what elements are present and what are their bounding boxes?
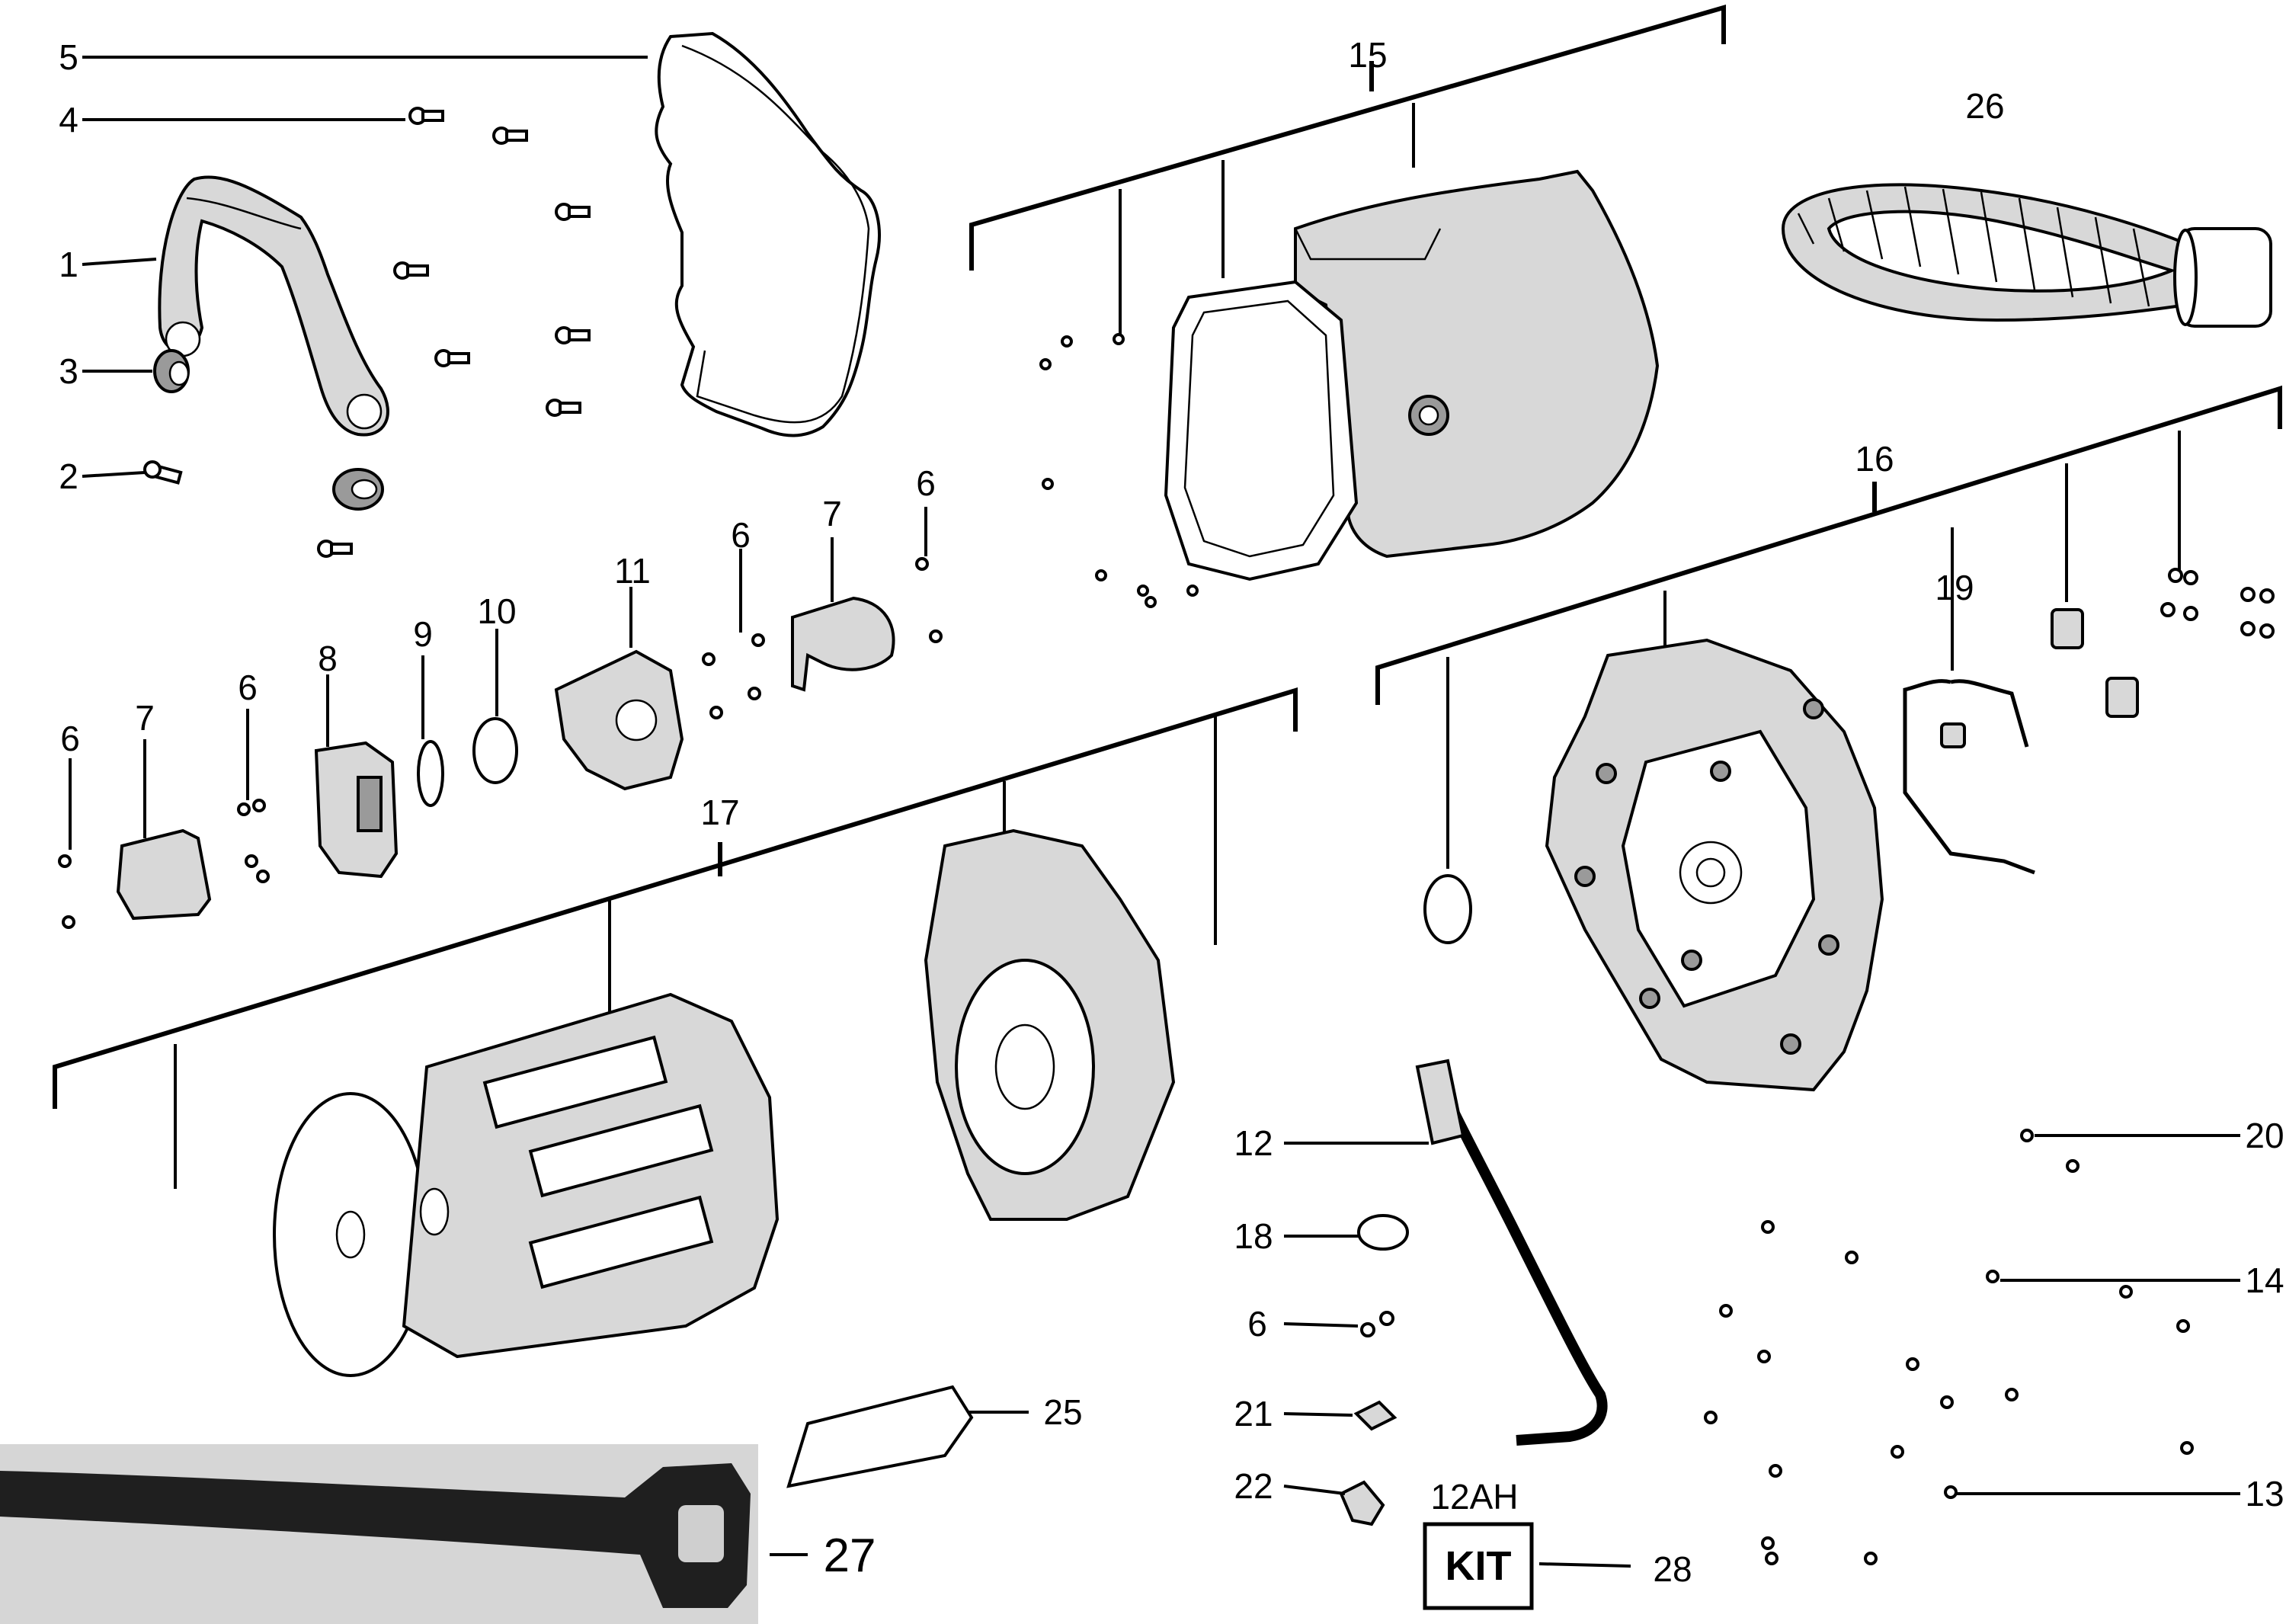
callout-8: 8 (318, 639, 338, 678)
part-5-cover (655, 31, 881, 437)
part-plates-screws (2051, 568, 2275, 718)
callout-17: 17 (700, 793, 739, 832)
callout-19: 19 (1935, 568, 1974, 607)
part-13-14-20-washers (1704, 1129, 2194, 1565)
kit-caption: 12AH (1430, 1477, 1518, 1517)
callout-5: 5 (59, 37, 78, 77)
part-8-switch (314, 741, 399, 879)
callout-9: 9 (413, 614, 433, 654)
callout-6-e: 6 (1247, 1304, 1267, 1344)
part-6-screws-low (1360, 1311, 1394, 1337)
part-9-oring (417, 740, 444, 807)
callout-20: 20 (2245, 1116, 2284, 1155)
callout-10: 10 (477, 591, 516, 631)
callout-2: 2 (59, 456, 78, 496)
callout-18: 18 (1234, 1216, 1273, 1256)
part-2-screw (143, 460, 183, 485)
callout-3: 3 (59, 351, 78, 391)
part-25-label (786, 1385, 974, 1488)
callout-4: 4 (59, 100, 78, 139)
callout-12: 12 (1234, 1123, 1273, 1163)
part-bushing-lower (332, 468, 384, 511)
callout-6-c: 6 (238, 668, 258, 707)
callout-13: 13 (2245, 1474, 2284, 1513)
part-15-housing (1164, 169, 1660, 581)
part-4-screws (317, 107, 591, 558)
callout-28: 28 (1653, 1549, 1692, 1589)
callout-1: 1 (59, 245, 78, 284)
callout-numbers: 5 4 1 3 2 15 26 16 19 6 7 6 11 10 9 8 6 … (59, 35, 2284, 1589)
part-17-stator (273, 992, 780, 1377)
callout-26: 26 (1965, 86, 2004, 126)
part-3-bushing (153, 349, 190, 393)
callout-22: 22 (1234, 1466, 1273, 1506)
part-7-clip-lower (116, 828, 212, 921)
part-oring-16 (1423, 874, 1472, 944)
part-11-mount (554, 649, 684, 791)
bracket-15 (969, 5, 1726, 335)
part-7-clip-upper (791, 596, 895, 692)
part-26-cord (1781, 183, 2272, 328)
part-16-end-bell (1545, 638, 1884, 1092)
callout-14: 14 (2245, 1260, 2284, 1300)
callout-7-b: 7 (135, 698, 155, 738)
part-17-plate (924, 828, 1176, 1221)
leader-lines (69, 56, 2240, 1568)
part-10-oring (472, 717, 518, 784)
callout-6-d: 6 (60, 719, 80, 758)
callout-21: 21 (1234, 1394, 1273, 1433)
bracket-17 (53, 687, 1298, 1189)
part-19-wire-bracket (1903, 679, 2035, 875)
callout-27: 27 (824, 1530, 876, 1582)
housing-screws (1039, 333, 1199, 608)
callout-6-b: 6 (731, 515, 751, 555)
part-12-hose (1415, 1059, 1608, 1446)
callout-6-a: 6 (916, 463, 936, 503)
part-21-clip (1353, 1400, 1398, 1431)
part-6-screws-mid (58, 557, 943, 929)
callout-15: 15 (1348, 35, 1387, 75)
part-1-handle (158, 175, 389, 437)
kit-label: KIT (1446, 1543, 1512, 1589)
callout-11: 11 (614, 551, 651, 591)
part-18-oring (1357, 1214, 1409, 1251)
callout-16: 16 (1855, 439, 1894, 479)
kit-box: KIT 12AH (1423, 1477, 1534, 1610)
callout-7-a: 7 (822, 494, 842, 533)
part-27-cable-tie-photo (0, 1444, 758, 1624)
callout-25: 25 (1043, 1392, 1082, 1432)
part-22-connector (1339, 1480, 1385, 1526)
